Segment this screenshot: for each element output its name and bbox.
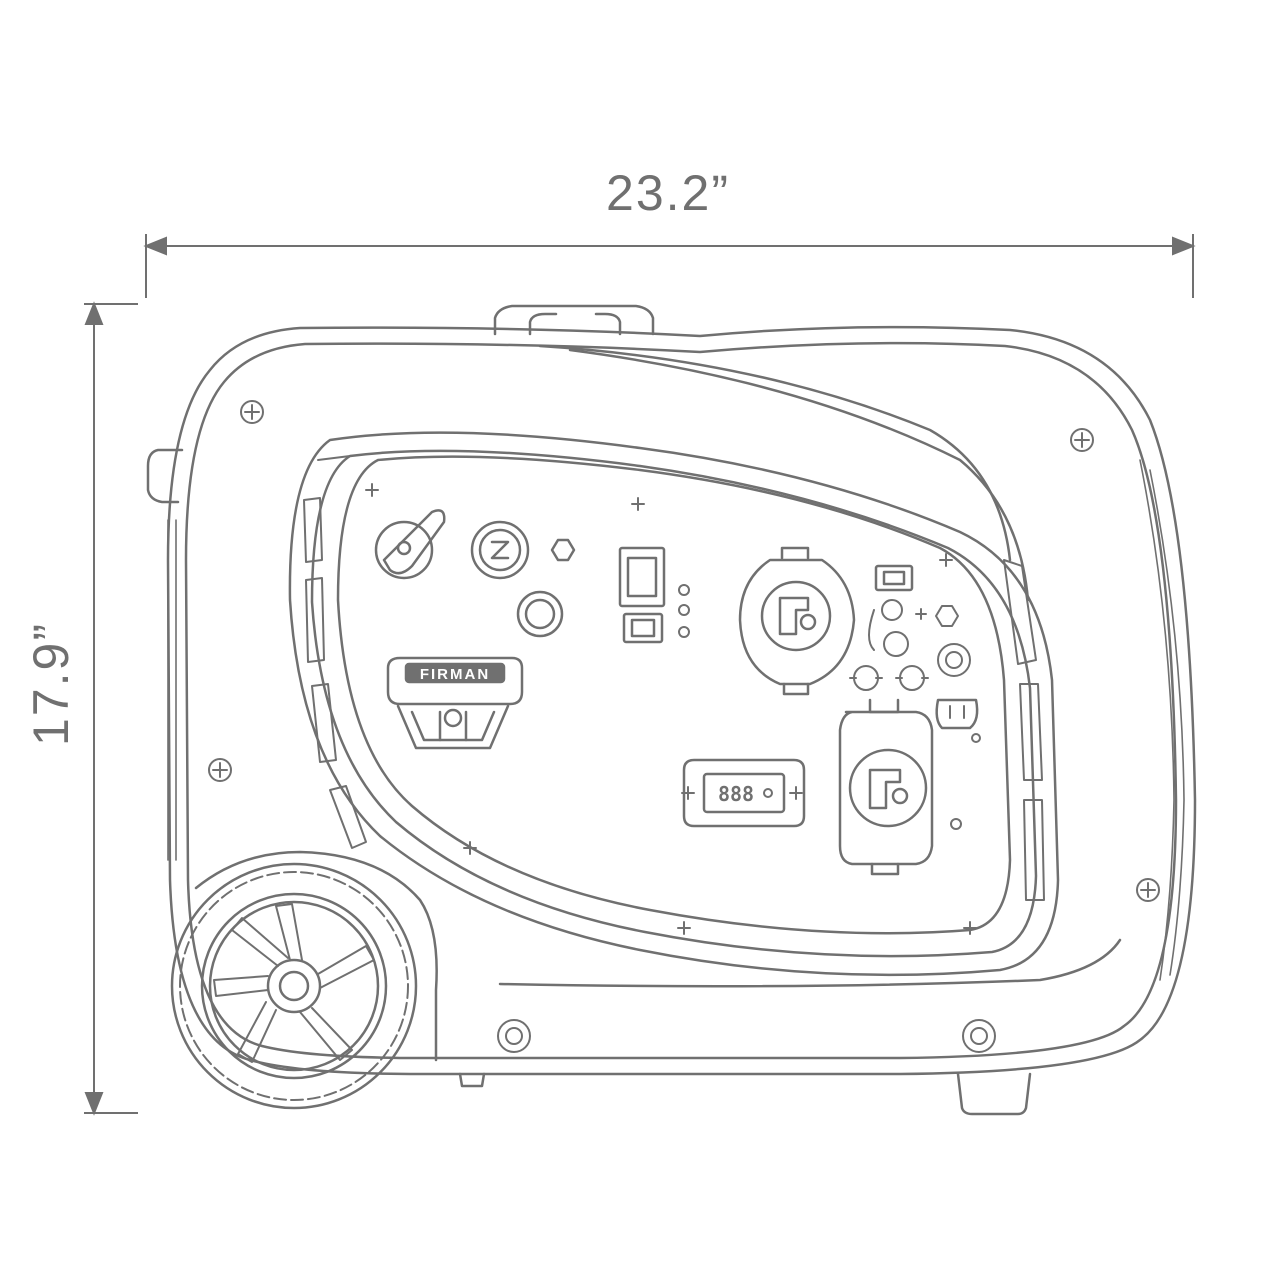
parallel-switch [874, 564, 914, 592]
display-readout: 888 [718, 782, 754, 806]
digital-display [681, 758, 806, 828]
small-sockets [849, 599, 971, 691]
generator-drawing: FIRMAN [146, 304, 1197, 1116]
indicator-leds [678, 584, 690, 638]
panel-vent-slots-right [1003, 559, 1045, 901]
width-arrow-right [1172, 236, 1196, 256]
breaker-switch [622, 612, 664, 644]
left-grille [167, 519, 177, 861]
height-label: 17.9” [23, 622, 79, 746]
screw [1070, 428, 1094, 452]
brand-logo: FIRMAN [420, 666, 490, 683]
engine-switch [470, 520, 530, 580]
height-dimension [84, 301, 138, 1116]
carry-handle [493, 304, 655, 336]
wheel [170, 862, 418, 1110]
body-screws [208, 400, 1160, 902]
panel-screws [365, 483, 977, 935]
body-inner-shell [184, 341, 1178, 1060]
panel-vent-slots-left [303, 455, 367, 849]
bottom-skirt [498, 938, 1122, 988]
top-swoosh [538, 344, 1030, 602]
hex-nut [550, 538, 576, 562]
recoil-start-handle [386, 656, 524, 750]
feet [458, 1072, 1032, 1116]
control-panel-face [336, 455, 1012, 935]
width-arrow-left [143, 236, 167, 256]
wheel-housing [194, 850, 438, 1062]
screw [240, 400, 264, 424]
height-arrow-top [84, 301, 104, 325]
round-indicator [516, 590, 564, 638]
wheel-spokes [213, 903, 375, 1063]
ac-outlet [935, 698, 981, 743]
bolt [497, 1019, 531, 1053]
rear-grille [1139, 459, 1185, 981]
width-label: 23.2” [606, 165, 730, 221]
side-grip [146, 448, 184, 504]
twist-lock-outlet [738, 546, 856, 696]
large-outlet [838, 698, 962, 876]
eco-switch [618, 546, 666, 608]
height-arrow-bottom [84, 1092, 104, 1116]
panel-frame-inner [310, 449, 1038, 958]
panel-frame-outer [288, 431, 1060, 977]
bottom-bolts [497, 1019, 996, 1053]
body-outer-shell [166, 325, 1197, 1076]
fuel-lever [374, 509, 446, 580]
screw [1136, 878, 1160, 902]
width-dimension [143, 234, 1196, 298]
bolt [962, 1019, 996, 1053]
screw [208, 758, 232, 782]
